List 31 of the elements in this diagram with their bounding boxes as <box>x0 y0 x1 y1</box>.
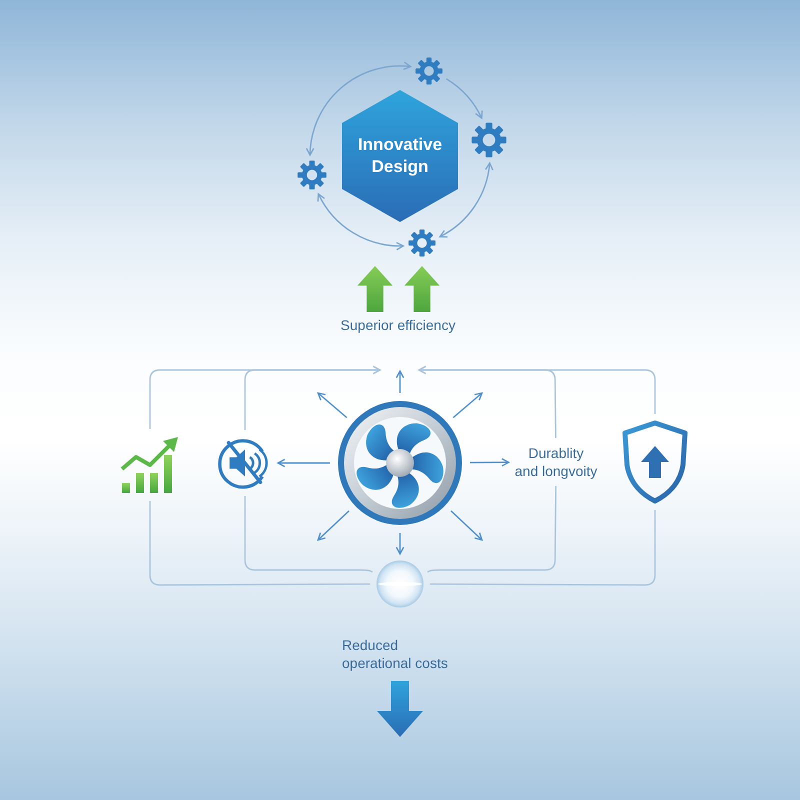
arrow <box>317 510 350 541</box>
arrow <box>439 162 493 238</box>
hexagon-shape <box>342 90 458 222</box>
gear-icon <box>408 229 436 257</box>
connector-line <box>149 501 370 586</box>
arrow <box>317 392 348 418</box>
arrow <box>277 458 330 468</box>
arrow <box>452 392 483 418</box>
glowing-circle <box>376 560 424 608</box>
connector-line <box>427 486 556 573</box>
arrow <box>244 366 381 430</box>
arrow <box>396 533 404 555</box>
arrow <box>306 62 412 156</box>
shield-icon <box>622 420 688 504</box>
arrow <box>450 510 483 541</box>
label-text: Superior efficiency <box>340 316 456 334</box>
label-text: Reduced operational costs <box>342 636 449 672</box>
fan-icon <box>336 399 464 527</box>
node-label: Innovative Design <box>356 134 444 178</box>
arrow <box>418 366 656 414</box>
arrow <box>396 370 404 393</box>
arrow <box>470 458 510 467</box>
connector-line <box>244 496 373 573</box>
feature-label: Durablity and longvoity <box>514 444 598 480</box>
gear-icon <box>471 122 507 158</box>
growth-chart-icon <box>120 435 180 495</box>
arrow <box>318 193 404 250</box>
gear-icon <box>297 160 327 190</box>
gear-icon <box>415 57 443 85</box>
connector-line <box>430 510 656 586</box>
arrow <box>446 78 482 119</box>
